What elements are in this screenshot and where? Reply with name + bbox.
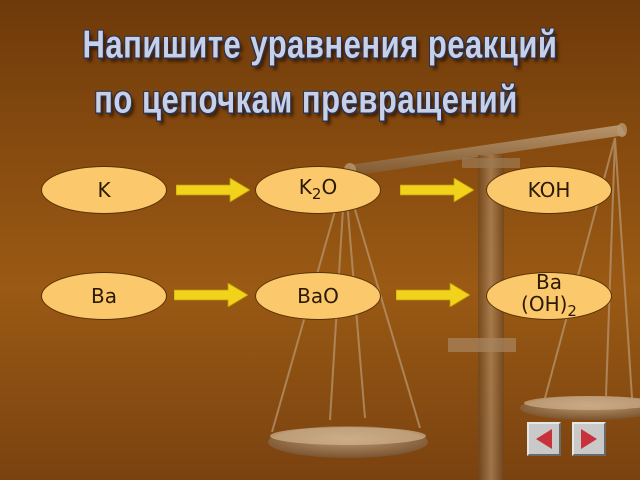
slide-title-line-2: по цепочкам превращений	[94, 77, 518, 122]
node-k2o-label: K2O	[298, 174, 338, 203]
previous-slide-button[interactable]	[527, 422, 561, 456]
arrow-right-icon	[396, 283, 470, 307]
slide-title-line-1: Напишите уравнения реакций	[82, 22, 558, 67]
arrow-right-icon	[400, 178, 474, 202]
node-bao: BaO	[255, 272, 381, 320]
arrow-right-icon	[176, 178, 250, 202]
node-baoh2-label-line-1: Ba	[536, 269, 562, 294]
node-bao-label: BaO	[297, 284, 339, 308]
node-baoh2-label-line-2: (OH)2	[521, 291, 577, 320]
next-slide-button[interactable]	[572, 422, 606, 456]
triangle-left-icon	[536, 429, 552, 449]
node-ba: Ba	[41, 272, 167, 320]
node-k: K	[41, 166, 167, 214]
arrow-right-icon	[174, 283, 248, 307]
node-koh-label: KOH	[527, 178, 571, 202]
node-k2o: K2O	[255, 166, 381, 214]
node-baoh2: Ba (OH)2	[486, 269, 612, 320]
node-ba-label: Ba	[91, 284, 117, 308]
triangle-right-icon	[581, 429, 597, 449]
node-k-label: K	[97, 178, 111, 202]
node-koh: KOH	[486, 166, 612, 214]
